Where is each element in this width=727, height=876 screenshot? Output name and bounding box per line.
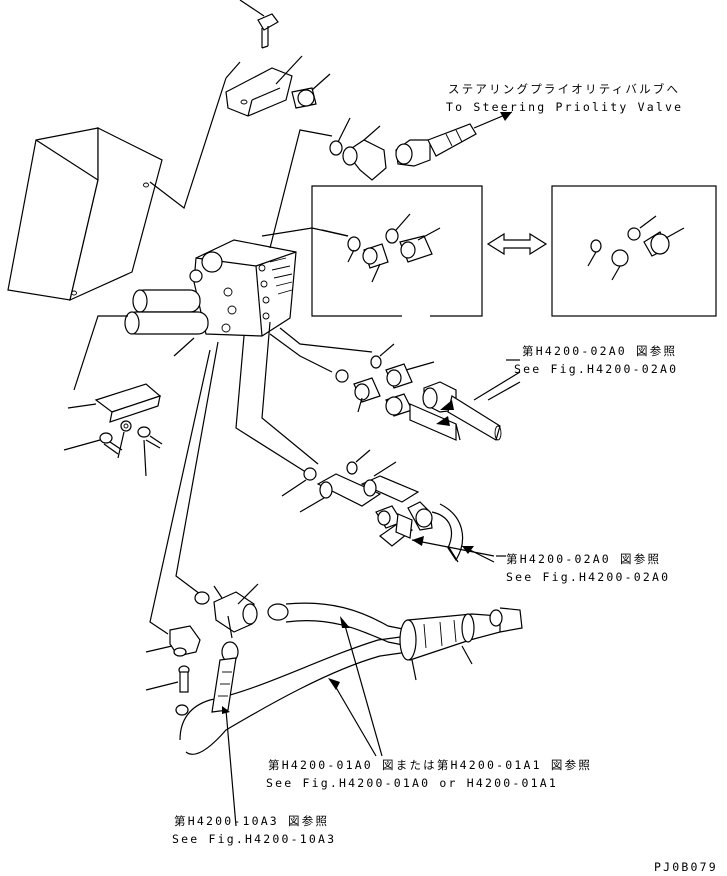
cover-panel	[7, 127, 163, 302]
ref-02a0-lower-jp: 第H4200-02A0 図参照	[506, 552, 662, 566]
steering-label-jp: ステアリングプライオリティバルブへ	[448, 82, 681, 96]
bracket-bolt	[291, 73, 331, 109]
main-hoses	[179, 602, 523, 757]
block-leader-lines	[149, 129, 373, 635]
double-arrow	[486, 232, 548, 256]
ref-02a0-upper-jp: 第H4200-02A0 図参照	[522, 344, 678, 358]
lower-left-fittings	[145, 625, 239, 827]
valve-block	[124, 239, 297, 357]
inset-box-left	[311, 185, 483, 317]
ref-01a0-jp: 第H4200-01A0 図または第H4200-01A1 図参照	[268, 758, 593, 772]
ref-01a0-en: See Fig.H4200-01A0 or H4200-01A1	[266, 776, 558, 790]
lower-bracket	[67, 315, 162, 423]
mid-fittings-lower	[281, 449, 495, 563]
tee-fitting	[194, 583, 259, 639]
lower-bolts	[63, 420, 163, 477]
mid-fittings-upper	[335, 343, 521, 441]
ref-10a3-jp: 第H4200-10A3 図参照	[174, 814, 330, 828]
upper-bracket	[149, 55, 303, 209]
ref-leaders	[496, 359, 520, 557]
steering-label-en: To Steering Priolity Valve	[446, 100, 684, 114]
ref-10a3-en: See Fig.H4200-10A3	[172, 832, 337, 846]
top-bolt	[239, 0, 279, 49]
ref-02a0-lower-en: See Fig.H4200-02A0	[506, 570, 671, 584]
ref-02a0-upper-en: See Fig.H4200-02A0	[514, 362, 679, 376]
drawing-code: PJ0B079	[654, 860, 718, 874]
inset-box-right	[551, 185, 717, 317]
steering-fittings	[329, 111, 513, 181]
